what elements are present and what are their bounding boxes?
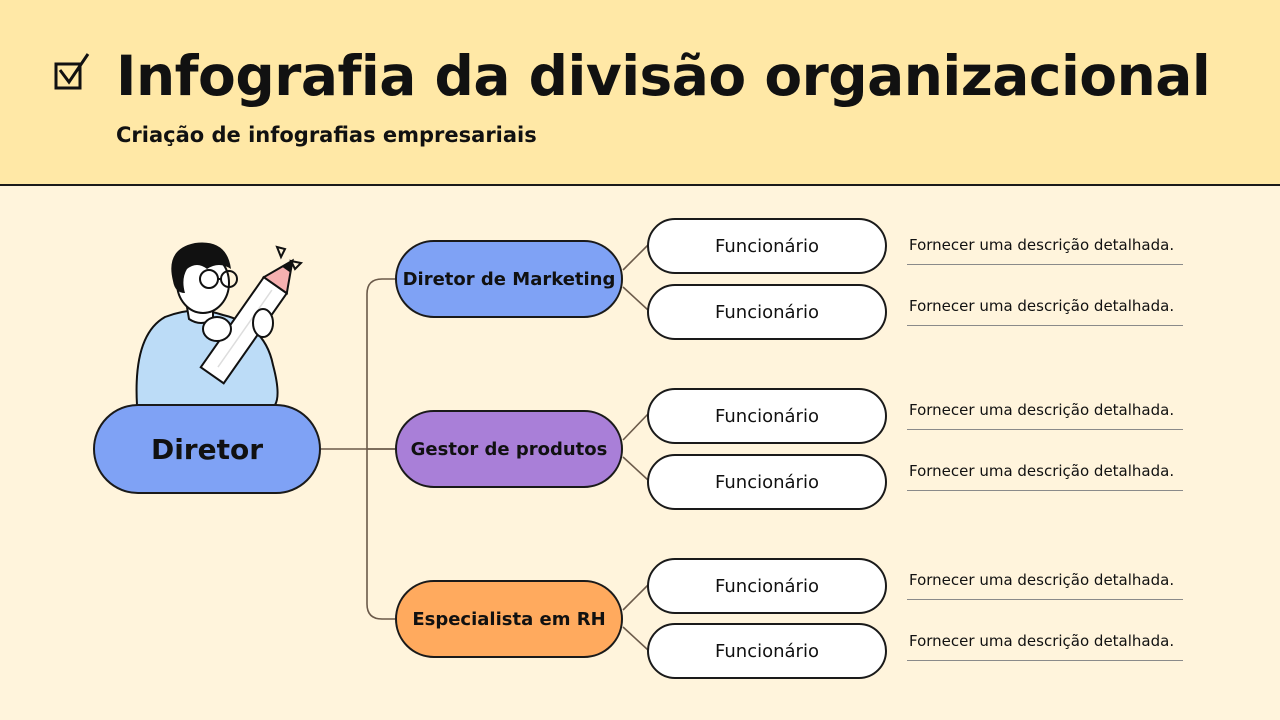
employee-node: Funcionário <box>647 218 887 274</box>
employee-description: Fornecer uma descrição detalhada. <box>909 236 1175 254</box>
employee-node: Funcionário <box>647 388 887 444</box>
description-row: Fornecer uma descrição detalhada. <box>907 236 1183 265</box>
director-node: Diretor <box>93 404 321 494</box>
description-row: Fornecer uma descrição detalhada. <box>907 462 1183 491</box>
employee-description: Fornecer uma descrição detalhada. <box>909 571 1175 589</box>
employee-description: Fornecer uma descrição detalhada. <box>909 462 1175 480</box>
person-with-pencil-icon <box>135 242 304 406</box>
employee-description: Fornecer uma descrição detalhada. <box>909 401 1175 419</box>
description-row: Fornecer uma descrição detalhada. <box>907 297 1183 326</box>
page-subtitle: Criação de infografias empresariais <box>116 123 537 147</box>
employee-description: Fornecer uma descrição detalhada. <box>909 632 1175 650</box>
description-row: Fornecer uma descrição detalhada. <box>907 401 1183 430</box>
page-title: Infografia da divisão organizacional <box>116 44 1211 108</box>
employee-node: Funcionário <box>647 558 887 614</box>
header: Infografia da divisão organizacional Cri… <box>0 0 1280 186</box>
description-row: Fornecer uma descrição detalhada. <box>907 632 1183 661</box>
employee-node: Funcionário <box>647 623 887 679</box>
employee-node: Funcionário <box>647 284 887 340</box>
employee-node: Funcionário <box>647 454 887 510</box>
description-row: Fornecer uma descrição detalhada. <box>907 571 1183 600</box>
marketing-director-node: Diretor de Marketing <box>395 240 623 318</box>
product-manager-node: Gestor de produtos <box>395 410 623 488</box>
hr-specialist-node: Especialista em RH <box>395 580 623 658</box>
employee-description: Fornecer uma descrição detalhada. <box>909 297 1175 315</box>
checkbox-icon <box>54 53 90 90</box>
